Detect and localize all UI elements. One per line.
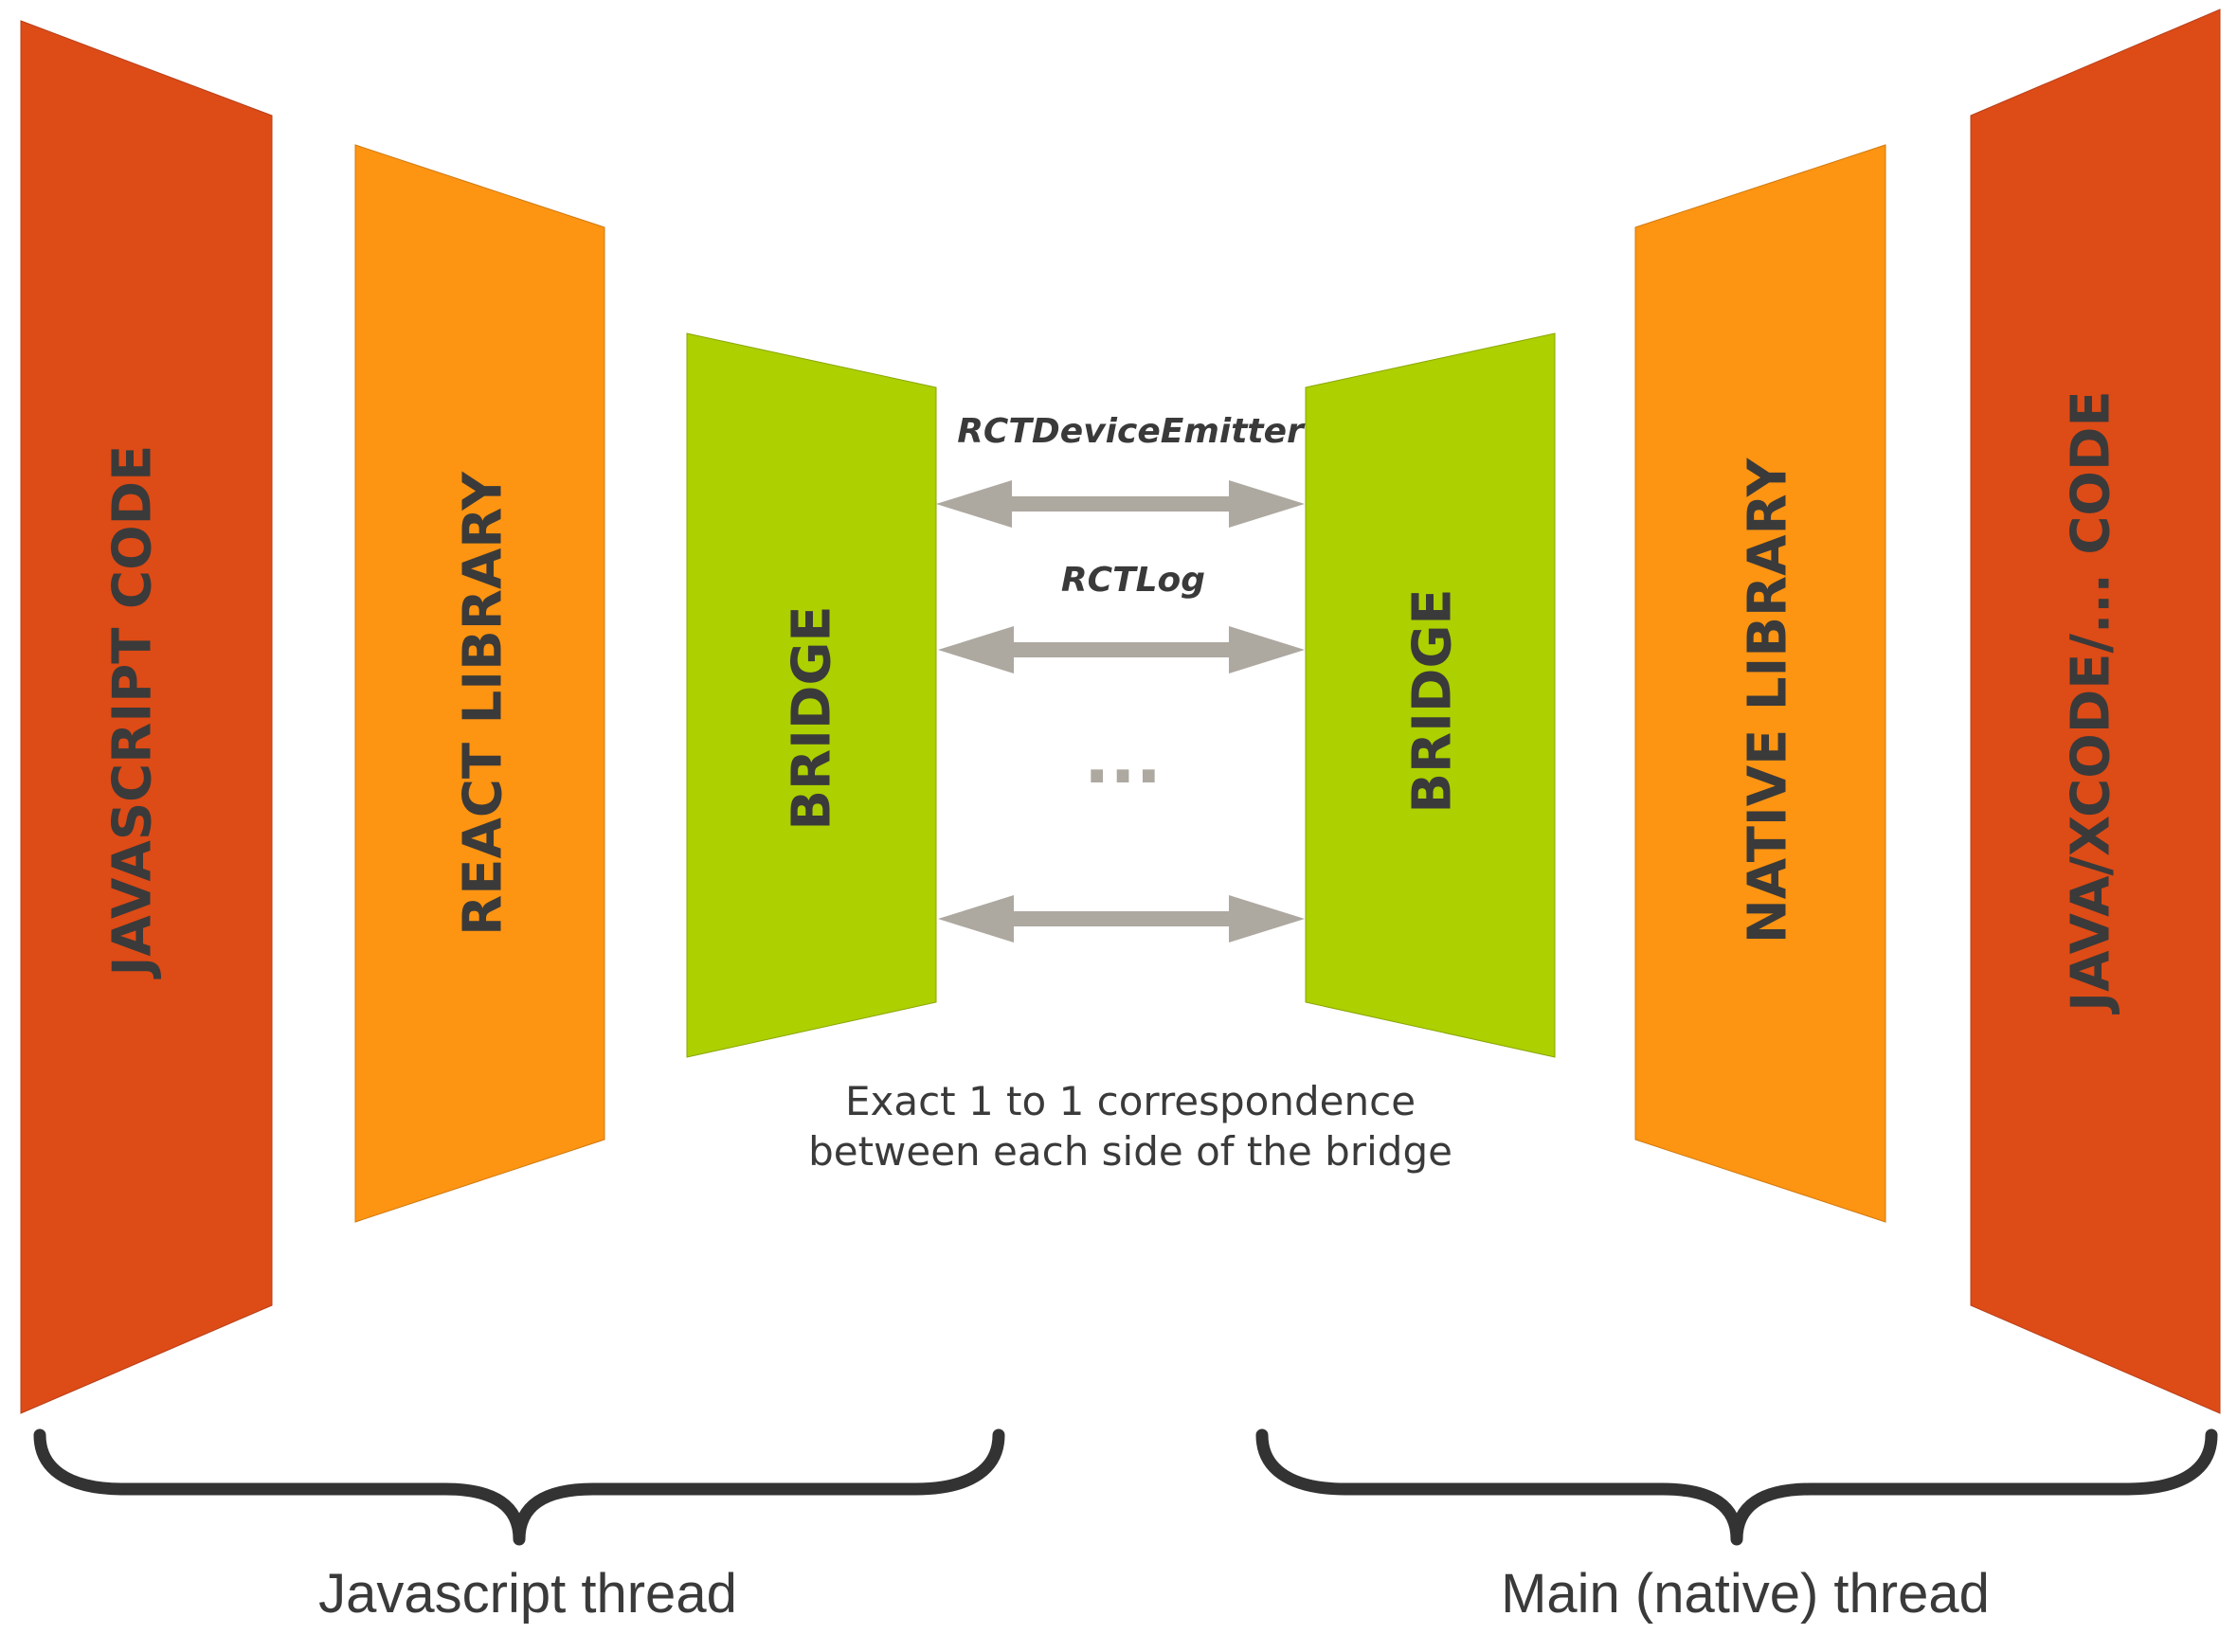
correspondence-caption-line-1: Exact 1 to 1 correspondence	[845, 1078, 1416, 1124]
javascript-thread-label: Javascript thread	[318, 1563, 737, 1625]
javascript-thread-brace	[33, 1428, 1005, 1546]
channel-label-log: RCTLog	[1061, 561, 1205, 600]
javascript-code-label: JAVASCRIPT CODE	[102, 445, 164, 980]
right-bridge-label: BRIDGE	[1402, 588, 1464, 813]
main-thread-brace	[1255, 1428, 2218, 1546]
channel-arrow-generic	[938, 895, 1305, 943]
left-bridge-label: BRIDGE	[782, 605, 843, 830]
native-library-label: NATIVE LIBRARY	[1738, 457, 1799, 943]
java-xcode-code-label: JAVA/XCODE/... CODE	[2061, 390, 2122, 1015]
java-xcode-code-panel	[1970, 9, 2221, 1414]
channel-arrow-device-emitter	[936, 480, 1305, 528]
channel-label-device-emitter: RCTDeviceEmitter	[957, 412, 1306, 451]
native-library-panel	[1634, 144, 1886, 1223]
left-bridge-panel	[686, 332, 937, 1058]
react-library-panel	[354, 144, 605, 1223]
react-library-label: REACT LIBRARY	[453, 471, 514, 936]
correspondence-caption-line-2: between each side of the bridge	[808, 1128, 1452, 1175]
javascript-code-panel	[20, 20, 273, 1414]
right-bridge-panel	[1305, 332, 1556, 1058]
main-native-thread-label: Main (native) thread	[1501, 1563, 1990, 1625]
ellipsis-more-channels: ...	[1084, 719, 1162, 799]
channel-arrow-log	[938, 626, 1305, 673]
